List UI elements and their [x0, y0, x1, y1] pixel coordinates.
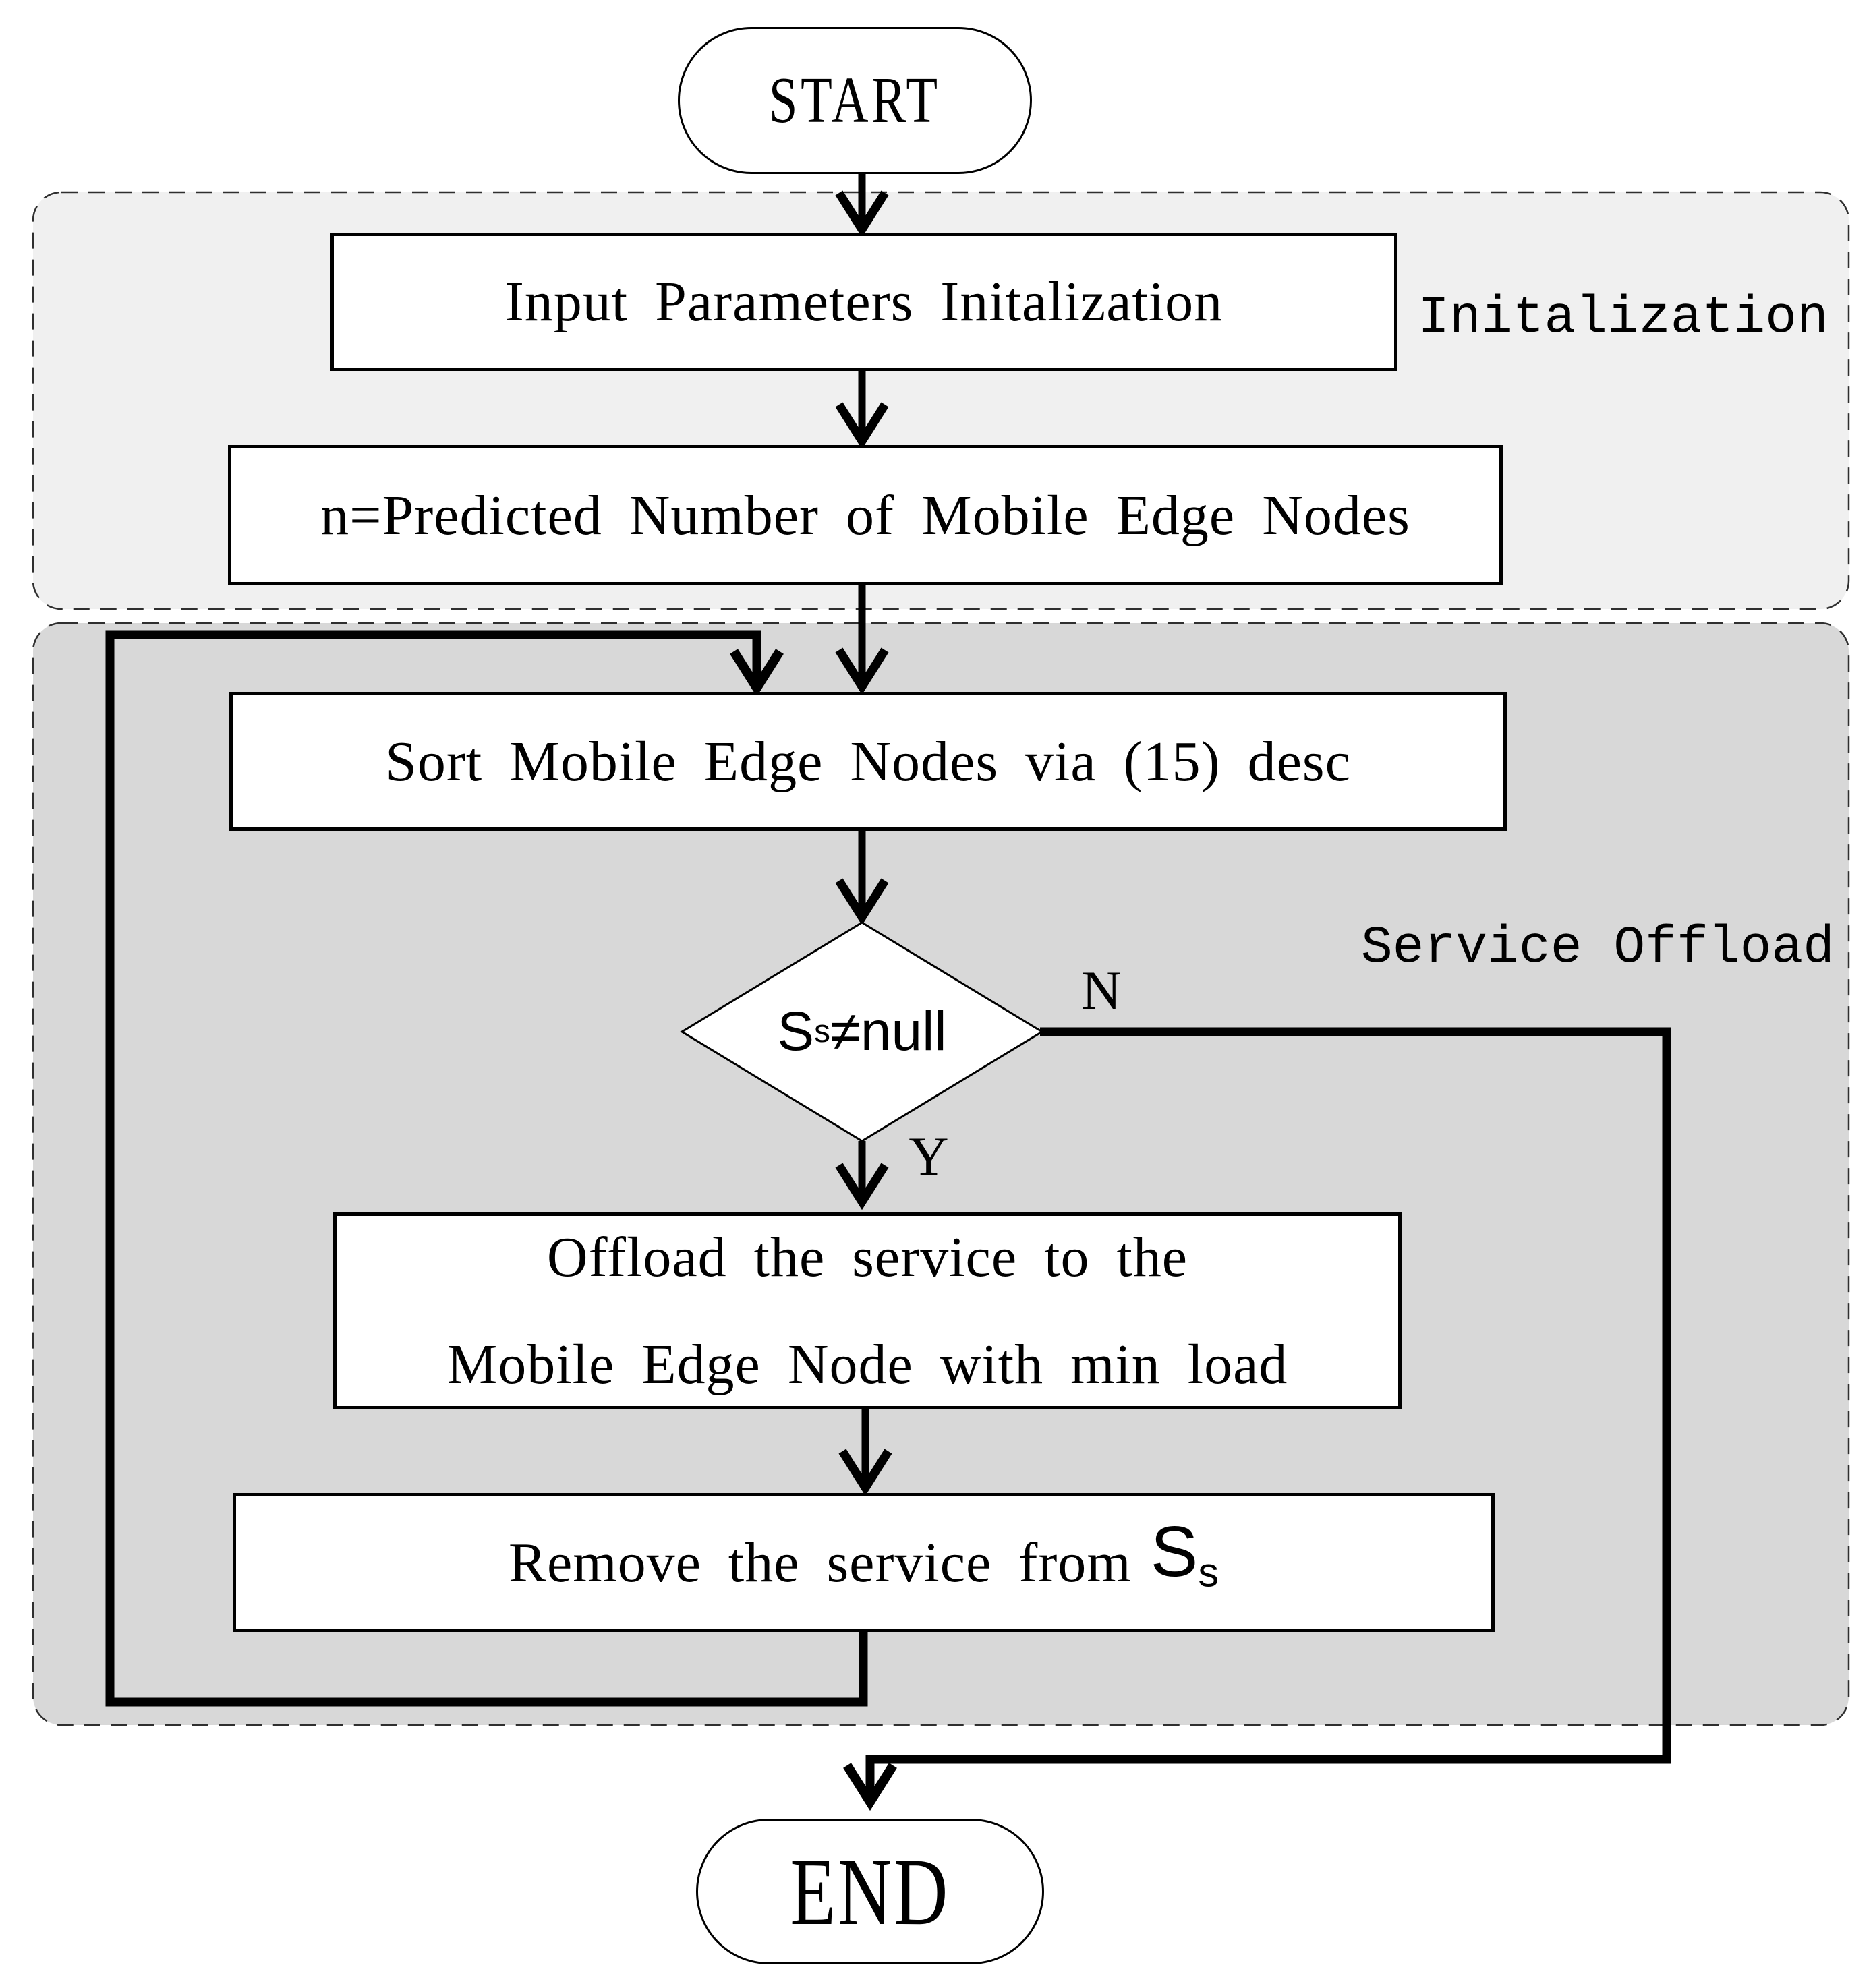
sort-nodes-label: Sort Mobile Edge Nodes via (15) desc	[385, 730, 1351, 793]
set-symbol-main: S	[1150, 1512, 1199, 1592]
predicted-nodes-box: n=Predicted Number of Mobile Edge Nodes	[228, 445, 1503, 585]
loop-back-line	[105, 630, 868, 1707]
start-terminal: START	[678, 27, 1032, 174]
end-terminal: END	[696, 1819, 1044, 1964]
offload-service-line2: Mobile Edge Node with min load	[446, 1333, 1288, 1396]
no-branch-line	[843, 1027, 1671, 1811]
offload-service-box: Offload the service to the Mobile Edge N…	[333, 1212, 1402, 1409]
predicted-nodes-label: n=Predicted Number of Mobile Edge Nodes	[320, 484, 1410, 547]
remove-service-set-symbol: Ss	[1151, 1516, 1219, 1594]
no-branch-label: N	[1081, 960, 1122, 1021]
initialization-region-label: Initalization	[1418, 289, 1828, 348]
sort-nodes-box: Sort Mobile Edge Nodes via (15) desc	[229, 692, 1507, 831]
arrow-input-to-predict	[835, 371, 889, 450]
remove-service-box: Remove the service from Ss	[233, 1493, 1495, 1632]
service-offload-region-label: Service Offload	[1360, 918, 1835, 978]
input-parameters-box: Input Parameters Initalization	[330, 233, 1397, 371]
decision-diamond	[680, 921, 1044, 1142]
arrow-sort-to-decision	[835, 831, 889, 926]
arrow-start-to-input	[835, 173, 889, 238]
arrow-decision-yes-to-offload	[835, 1141, 889, 1210]
decision-set-symbol: S	[777, 1001, 815, 1062]
start-label: START	[769, 64, 941, 137]
decision-operator: ≠null	[830, 1001, 947, 1062]
input-parameters-label: Input Parameters Initalization	[505, 270, 1223, 333]
end-label: END	[790, 1838, 950, 1945]
remove-service-label: Remove the service from	[508, 1531, 1132, 1594]
arrow-predict-to-sort	[835, 585, 889, 695]
yes-branch-label: Y	[909, 1125, 949, 1187]
offload-service-line1: Offload the service to the	[546, 1226, 1188, 1289]
set-symbol-subscript: s	[1198, 1549, 1219, 1596]
arrow-offload-to-remove	[838, 1409, 892, 1496]
service-offload-region	[32, 622, 1850, 1726]
